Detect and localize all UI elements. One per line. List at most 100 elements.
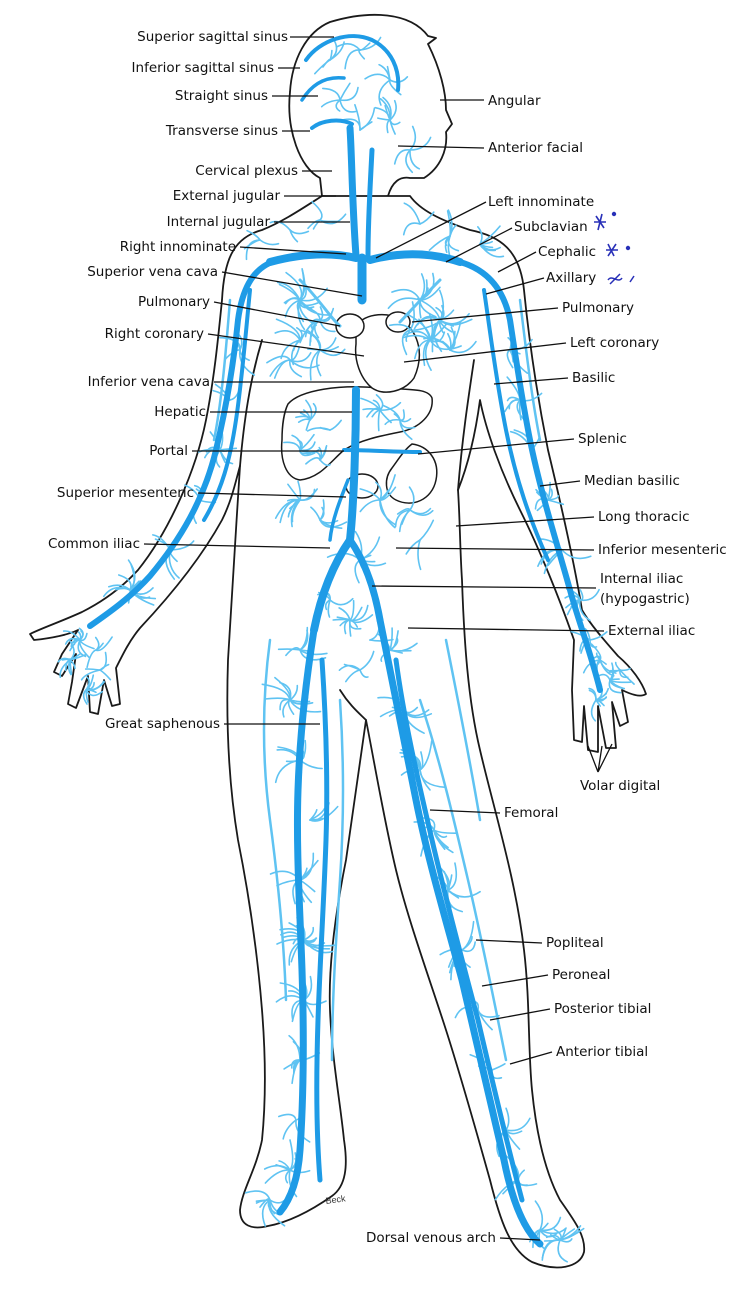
minor-vein-167	[297, 439, 303, 451]
minor-vein-347	[80, 669, 101, 681]
label-axillary: Axillary	[546, 270, 596, 286]
medium-vein-0	[262, 638, 288, 1002]
minor-vein-435	[309, 805, 339, 822]
minor-vein-651	[324, 599, 331, 611]
minor-vein-81	[300, 329, 321, 351]
minor-vein-275	[578, 599, 591, 622]
minor-vein-391	[609, 679, 626, 690]
minor-vein-608	[403, 202, 421, 225]
minor-vein-91	[449, 340, 477, 354]
minor-vein-574	[534, 1200, 544, 1231]
minor-vein-208	[287, 483, 301, 501]
minor-vein-524	[389, 637, 399, 651]
label-angular: Angular	[488, 93, 541, 109]
stomach	[385, 443, 438, 504]
major-vein-2	[310, 118, 354, 130]
leader-superior-vena-cava	[221, 271, 363, 297]
label-straight-sinus: Straight sinus	[175, 88, 268, 104]
artist-signature: Beck	[325, 1193, 347, 1206]
minor-vein-359	[589, 631, 608, 641]
minor-vein-394	[609, 669, 621, 672]
leader-right-coronary	[207, 333, 365, 357]
minor-vein-130	[422, 339, 431, 367]
minor-vein-652	[349, 599, 355, 621]
label-transverse-sinus: Transverse sinus	[165, 123, 278, 139]
minor-vein-41	[274, 330, 301, 341]
label-external-iliac: External iliac	[608, 623, 695, 639]
major-vein-18	[393, 657, 525, 1203]
minor-vein-392	[588, 687, 597, 701]
minor-vein-490	[284, 1169, 291, 1184]
minor-vein-223	[319, 506, 325, 521]
label-splenic: Splenic	[578, 431, 627, 447]
leader-femoral	[429, 809, 501, 814]
inner-arm-left	[457, 359, 475, 491]
minor-vein-193	[405, 539, 421, 555]
minor-vein-181	[359, 499, 381, 513]
minor-vein-37	[339, 86, 359, 102]
minor-vein-610	[419, 211, 435, 225]
minor-vein-380	[584, 628, 591, 641]
label-superior-mesenteric: Superior mesenteric	[57, 485, 194, 501]
major-vein-19	[342, 448, 422, 454]
minor-vein-155	[399, 409, 405, 422]
major-vein-15	[276, 626, 318, 1216]
minor-vein-123	[391, 288, 421, 301]
minor-vein-218	[408, 486, 415, 511]
label-great-saphenous: Great saphenous	[105, 716, 220, 732]
minor-vein-657	[343, 619, 351, 635]
label-superior-sagittal-sinus: Superior sagittal sinus	[137, 29, 288, 45]
minor-vein-603	[491, 1063, 506, 1071]
minor-vein-590	[539, 1216, 562, 1232]
minor-vein-427	[277, 648, 301, 651]
leader-internal-iliac	[371, 585, 597, 589]
label-basilic: Basilic	[572, 370, 615, 386]
label-hepatic: Hepatic	[154, 404, 206, 420]
minor-vein-552	[443, 870, 449, 891]
minor-vein-437	[299, 626, 309, 651]
minor-vein-199	[319, 519, 339, 524]
leader-pulmonary-right	[213, 301, 341, 327]
minor-vein-620	[246, 229, 261, 241]
ink-mark-cephalic	[606, 243, 631, 257]
minor-vein-389	[595, 687, 609, 701]
label-internal-iliac-sub: (hypogastric)	[600, 591, 690, 607]
minor-vein-187	[297, 480, 302, 501]
minor-vein-209	[375, 481, 383, 501]
minor-vein-141	[319, 459, 331, 467]
minor-vein-40	[299, 287, 328, 302]
minor-vein-74	[284, 297, 301, 305]
major-vein-5	[266, 250, 360, 266]
labels-left: Superior sagittal sinus Inferior sagitta…	[48, 29, 541, 1246]
minor-vein-393	[595, 699, 601, 707]
major-vein-4	[365, 147, 375, 259]
minor-vein-79	[285, 271, 303, 301]
minor-vein-11	[364, 73, 391, 81]
label-dorsal-venous-arch: Dorsal venous arch	[366, 1230, 496, 1246]
minor-vein-212	[409, 509, 434, 517]
label-internal-jugular: Internal jugular	[167, 214, 271, 230]
minor-vein-523	[419, 769, 446, 788]
minor-vein-312	[506, 349, 514, 369]
label-external-jugular: External jugular	[173, 188, 281, 204]
minor-vein-318	[62, 630, 81, 641]
minor-vein-545	[389, 649, 403, 654]
leader-axillary	[485, 277, 545, 295]
minor-vein-23	[378, 79, 391, 106]
label-inferior-mesenteric: Inferior mesenteric	[598, 542, 727, 558]
label-anterior-facial: Anterior facial	[488, 140, 583, 156]
leader-pulmonary-left	[411, 307, 559, 323]
minor-vein-192	[419, 519, 435, 541]
label-posterior-tibial: Posterior tibial	[554, 1001, 651, 1017]
minor-vein-557	[446, 889, 464, 913]
minor-vein-32	[335, 99, 341, 112]
minor-vein-83	[315, 349, 322, 377]
minor-vein-9	[409, 125, 417, 151]
minor-vein-221	[394, 509, 411, 528]
leader-left-coronary	[403, 342, 567, 363]
minor-vein-103	[439, 289, 445, 321]
minor-vein-476	[269, 1199, 285, 1204]
pulmonary-trunk-right	[335, 313, 365, 339]
minor-vein-329	[99, 651, 108, 671]
label-internal-iliac: Internal iliac	[600, 571, 683, 587]
